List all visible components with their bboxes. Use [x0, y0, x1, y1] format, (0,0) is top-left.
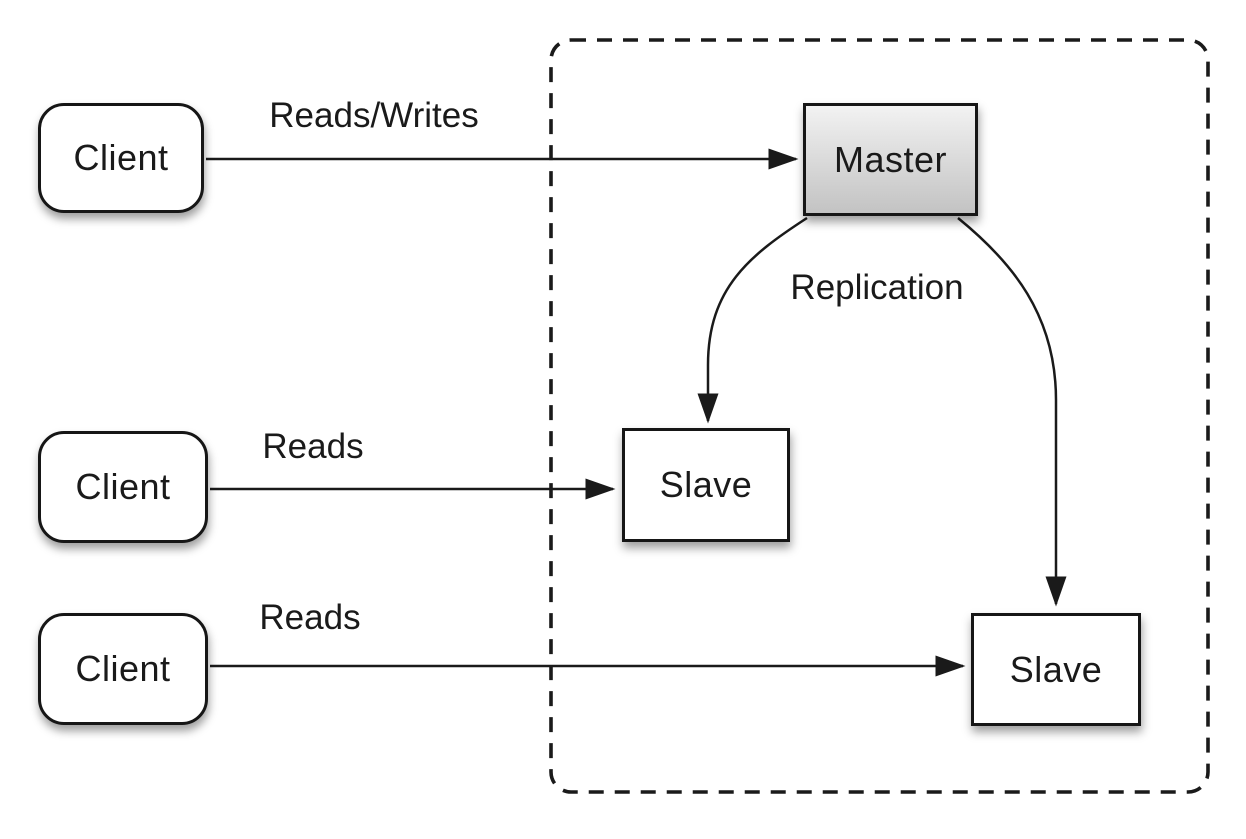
- node-client-2-label: Client: [75, 466, 171, 507]
- node-master: Master: [803, 103, 978, 216]
- edge-label-reads-writes: Reads/Writes: [269, 96, 479, 135]
- node-slave-1-label: Slave: [659, 464, 753, 505]
- node-client-2: Client: [38, 431, 208, 543]
- edge-label-reads-bottom: Reads: [259, 598, 361, 637]
- node-slave-2: Slave: [971, 613, 1141, 726]
- node-client-1-label: Client: [73, 137, 169, 178]
- node-slave-2-label: Slave: [1009, 648, 1103, 690]
- node-slave-1: Slave: [622, 428, 790, 542]
- replication-group-boundary: [549, 38, 1210, 794]
- node-client-1: Client: [38, 103, 204, 213]
- edge-label-replication: Replication: [790, 268, 964, 307]
- node-client-3-label: Client: [75, 648, 171, 689]
- edge-master-to-slave1-replication: [697, 216, 808, 424]
- node-client-3: Client: [38, 613, 208, 725]
- edge-label-reads-middle: Reads: [262, 427, 364, 466]
- edge-master-to-slave2-replication: [957, 217, 1067, 607]
- node-master-label: Master: [833, 138, 948, 180]
